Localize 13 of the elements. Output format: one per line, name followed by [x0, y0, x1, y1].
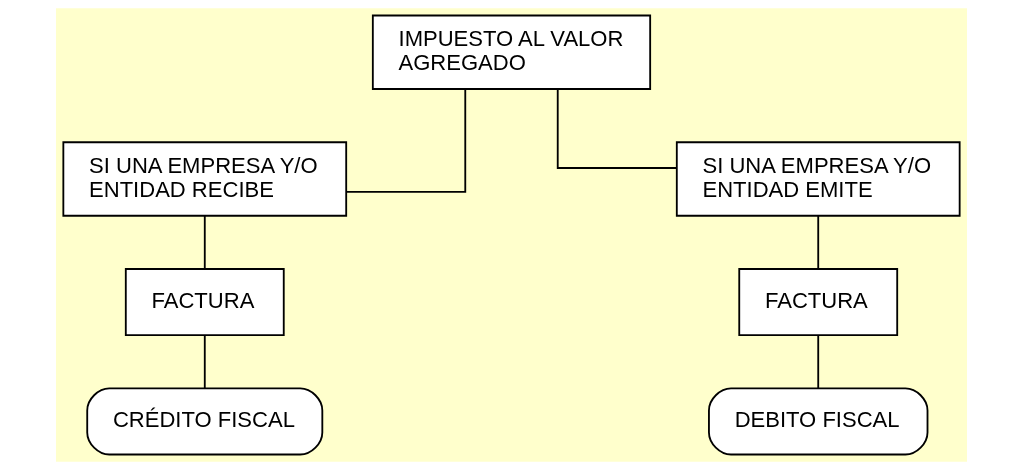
- node-box: FACTURA: [738, 268, 899, 337]
- node-box: DEBITO FISCAL: [708, 387, 929, 456]
- connector: [556, 88, 678, 169]
- connector: [817, 334, 820, 390]
- connector: [817, 215, 820, 270]
- node-box: IMPUESTO AL VALOR AGREGADO: [371, 14, 652, 90]
- connector: [203, 334, 206, 390]
- node-box: CRÉDITO FISCAL: [86, 387, 324, 456]
- connector: [203, 215, 206, 270]
- node-box: FACTURA: [124, 268, 285, 337]
- connector: [345, 88, 467, 193]
- node-box: SI UNA EMPRESA Y/O ENTIDAD RECIBE: [62, 141, 348, 217]
- node-box: SI UNA EMPRESA Y/O ENTIDAD EMITE: [675, 141, 961, 217]
